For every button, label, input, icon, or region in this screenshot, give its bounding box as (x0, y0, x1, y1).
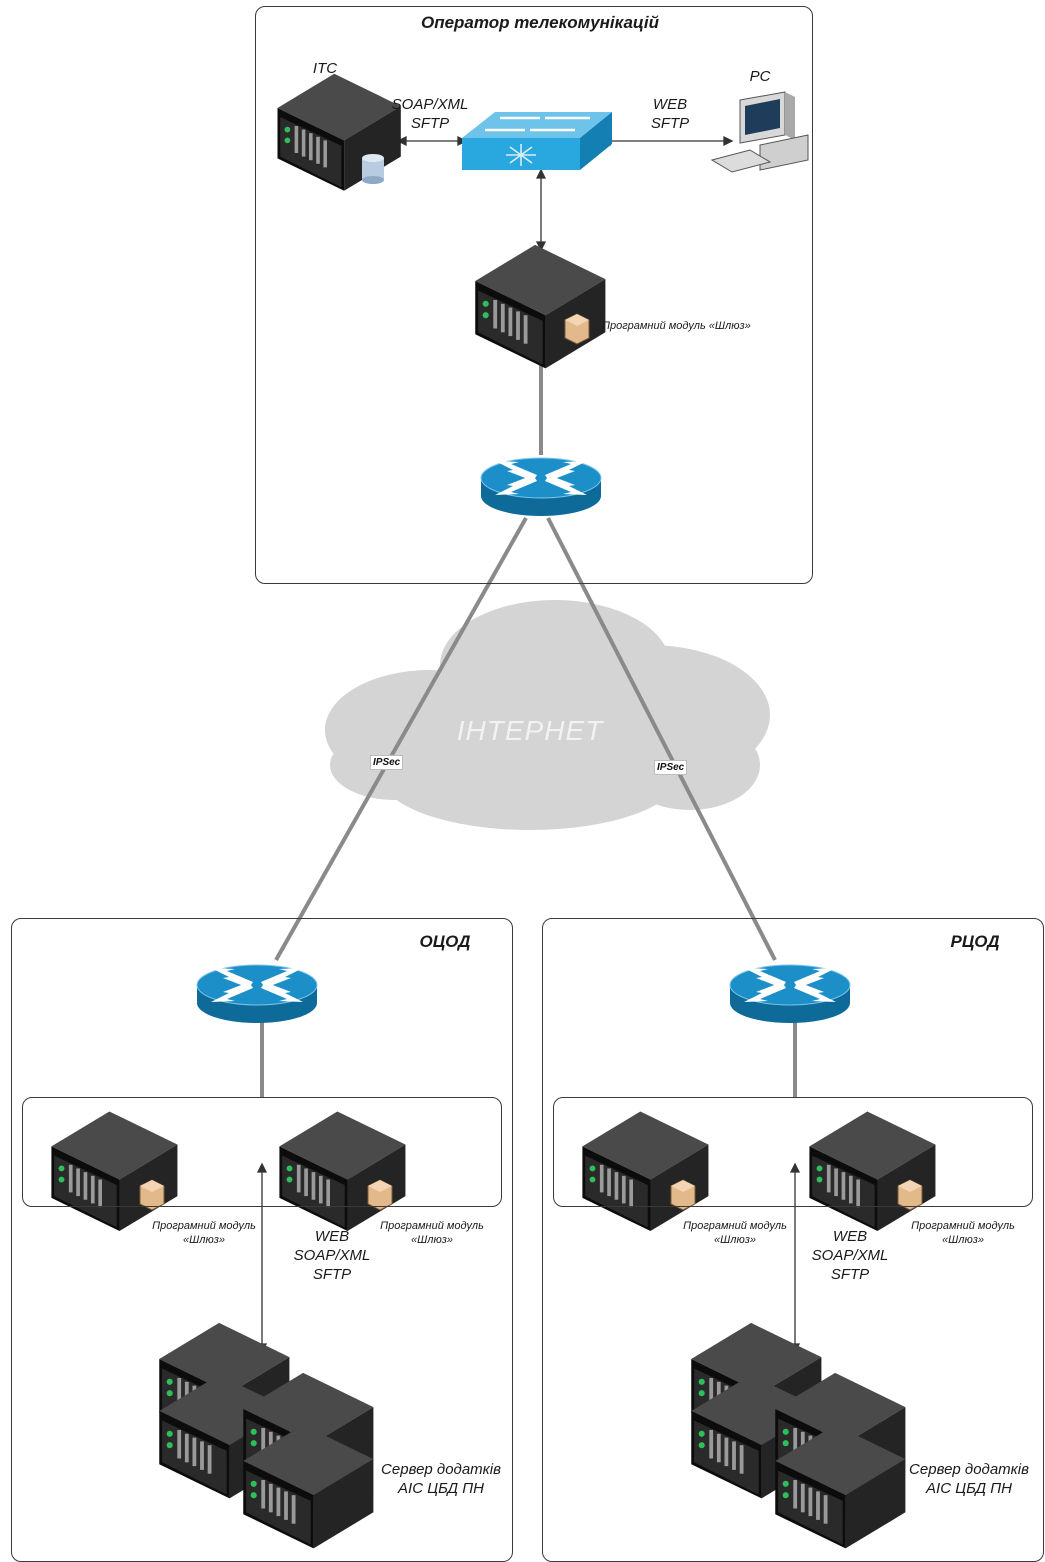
itc-switch-protocol-1: SOAP/XML (391, 96, 469, 113)
ipsec-tag-right: IPSec (654, 760, 688, 775)
rcod-gateway-1-line-1: Програмний модуль (683, 1220, 787, 1232)
switch-icon (462, 112, 612, 170)
itc-switch-protocols: SOAP/XML SFTP (380, 96, 480, 134)
pc-label: PC (749, 68, 771, 85)
rcod-protocol-2: SOAP/XML (811, 1246, 889, 1264)
rcod-protocol-3: SFTP (830, 1265, 870, 1283)
ocod-gateway-2-label: Програмний модуль «Шлюз» (362, 1220, 502, 1248)
ocod-protocol-3: SFTP (312, 1265, 352, 1283)
ocod-title: ОЦОД (419, 932, 471, 951)
wan-links (260, 350, 797, 1097)
ocod-protocol-1: WEB (314, 1228, 350, 1245)
rcod-gateway-2-line-1: Програмний модуль (911, 1220, 1015, 1232)
link-router-ocod (274, 517, 528, 961)
rcod-gateways-box (553, 1097, 1033, 1207)
rcod-gateway-2-line-2: «Шлюз» (942, 1233, 984, 1246)
ocod-protocols: WEB SOAP/XML SFTP (282, 1228, 382, 1284)
link-router-rcod (546, 517, 777, 961)
ocod-gateway-2-line-2: «Шлюз» (411, 1233, 453, 1246)
operator-title: Оператор телекомунікацій (420, 13, 660, 32)
rcod-gateway-2-label: Програмний модуль «Шлюз» (893, 1220, 1033, 1248)
switch-pc-protocols: WEB SFTP (630, 96, 710, 134)
rcod-server-label: Сервер додатків АІС ЦБД ПН (894, 1461, 1044, 1499)
rcod-gateway-1-line-2: «Шлюз» (714, 1233, 756, 1246)
rcod-server-line-2: АІС ЦБД ПН (926, 1479, 1012, 1497)
rcod-server-line-1: Сервер додатків (909, 1461, 1029, 1478)
ocod-protocol-2: SOAP/XML (293, 1246, 371, 1264)
ipsec-tag-left: IPSec (370, 755, 404, 770)
operator-box (255, 6, 813, 584)
ocod-server-line-2: АІС ЦБД ПН (398, 1479, 484, 1497)
ocod-server-line-1: Сервер додатків (381, 1461, 501, 1478)
ocod-gateway-1-line-2: «Шлюз» (183, 1233, 225, 1246)
pc-icon (710, 91, 809, 173)
ocod-gateway-1-line-1: Програмний модуль (152, 1220, 256, 1232)
rcod-gateway-1-label: Програмний модуль «Шлюз» (665, 1220, 805, 1248)
ocod-gateway-2-line-1: Програмний модуль (380, 1220, 484, 1232)
switch-pc-protocol-1: WEB (652, 96, 688, 113)
rcod-protocols: WEB SOAP/XML SFTP (800, 1228, 900, 1284)
operator-gateway-label: Програмний модуль «Шлюз» (602, 320, 751, 332)
ocod-gateway-1-label: Програмний модуль «Шлюз» (134, 1220, 274, 1248)
rcod-title: РЦОД (950, 932, 1000, 951)
itc-label: ITC (312, 60, 338, 77)
itc-switch-protocol-2: SFTP (410, 114, 450, 132)
database-icon (362, 154, 384, 184)
switch-pc-protocol-2: SFTP (650, 114, 690, 132)
itc-server-icon (277, 73, 401, 191)
ocod-gateways-box (22, 1097, 502, 1207)
internet-label: ІНТЕРНЕТ (456, 715, 604, 746)
ocod-server-label: Сервер додатків АІС ЦБД ПН (366, 1461, 516, 1499)
rcod-protocol-1: WEB (832, 1228, 868, 1245)
